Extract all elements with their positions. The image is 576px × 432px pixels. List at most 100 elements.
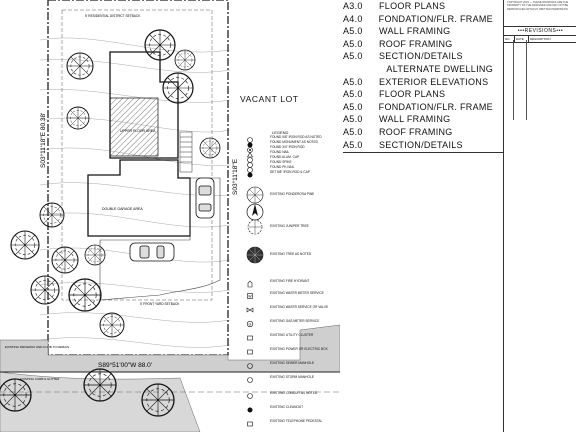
sheet-number: A5.0 bbox=[343, 114, 363, 125]
legend-item-label: EXISTING CONDUIT AS NOTED bbox=[270, 391, 318, 395]
sheet-title: EXTERIOR ELEVATIONS bbox=[379, 76, 489, 87]
legend-item-label: EXISTING CLEANOUT bbox=[270, 405, 304, 409]
legend-item-label: FOUND 3/4" IRON ROD bbox=[270, 145, 305, 149]
revisions-header: NO. DATE DESCRIPTION bbox=[504, 36, 576, 43]
sheet-index-row: A3.0 FLOOR PLANS bbox=[343, 0, 493, 13]
sheet-number: A5.0 bbox=[343, 139, 363, 150]
legend-item-label: FOUND ALUM. CAP bbox=[270, 155, 300, 159]
upper-floor-label: UPPER FLOOR AREA bbox=[120, 129, 156, 133]
sheet-number bbox=[343, 63, 372, 76]
legend-item-label: FOUND MONUMENT AS NOTED bbox=[270, 140, 318, 144]
sheet-number: A5.0 bbox=[343, 26, 363, 37]
svg-text:W: W bbox=[248, 295, 252, 299]
sheet-index-row: A5.0 SECTION/DETAILS bbox=[343, 50, 493, 63]
sheet-title: FLOOR PLANS bbox=[379, 1, 446, 11]
sheet-title: WALL FRAMING bbox=[379, 114, 451, 125]
tree-pine-icon bbox=[246, 186, 264, 205]
meter-icon: W bbox=[246, 292, 254, 301]
bearing-bottom-label: S89°51'00"W 88.0' bbox=[98, 361, 152, 369]
sheet-index-row: A5.0 ROOF FRAMING bbox=[343, 38, 493, 51]
sheet-number: A4.0 bbox=[343, 13, 363, 24]
sheet-index-row: A4.0 FONDATION/FLR. FRAME bbox=[343, 13, 493, 26]
revisions-block: COPYRIGHT 2019 — THESE DRAWINGS ARE THE … bbox=[503, 0, 576, 432]
stairs bbox=[179, 131, 193, 173]
rev-col-no: NO. bbox=[504, 36, 515, 42]
sheet-title: SECTION/DETAILS bbox=[379, 139, 463, 150]
driveway-note: EXISTING DRIVEWAY AND CURB TO REMAIN bbox=[5, 345, 69, 349]
copyright-note: COPYRIGHT 2019 — THESE DRAWINGS ARE THE … bbox=[507, 1, 569, 11]
setback-line bbox=[61, 9, 213, 301]
sheet-title: WALL FRAMING bbox=[379, 26, 451, 37]
legend-title: LEGEND bbox=[272, 130, 289, 135]
sheet-number: A5.0 bbox=[343, 76, 363, 87]
legend-item-label: EXISTING GAS METER SERVICE bbox=[270, 319, 320, 323]
rev-col-desc: DESCRIPTION bbox=[530, 37, 551, 41]
legend-item-label: FOUND SPIKE bbox=[270, 160, 292, 164]
box-icon bbox=[246, 420, 254, 429]
sheet-number: A5.0 bbox=[343, 89, 363, 100]
triangle-icon bbox=[246, 151, 254, 160]
sheet-index-row: A5.0 EXTERIOR ELEVATIONS bbox=[343, 76, 493, 89]
circle-icon bbox=[246, 392, 254, 401]
gas-icon: G bbox=[246, 320, 254, 329]
tree-solid-icon bbox=[246, 246, 264, 265]
legend-item-label: EXISTING PONDEROSA PINE bbox=[270, 192, 315, 196]
property-line bbox=[47, 0, 229, 356]
bearing-right-label: S03°11'18"E bbox=[231, 158, 239, 195]
sheet-index-row: A5.0 ROOF FRAMING bbox=[343, 126, 493, 139]
sheet-title: FLOOR PLANS bbox=[379, 89, 446, 100]
sheet-title: SECTION/DETAILS bbox=[379, 51, 463, 62]
revisions-grid bbox=[504, 40, 576, 432]
box-icon bbox=[246, 334, 254, 343]
sheet-number: A3.0 bbox=[343, 1, 363, 11]
hydrant-icon bbox=[246, 280, 254, 289]
sheet-number: A5.0 bbox=[343, 126, 363, 137]
rev-col-date: DATE bbox=[515, 36, 529, 42]
garage-label: DOUBLE GARAGE AREA bbox=[102, 207, 143, 211]
sheet-title: ALTERNATE DWELLING bbox=[386, 63, 493, 74]
vacant-lot-label: VACANT LOT bbox=[240, 94, 299, 104]
sheet-index-row: A5.0 SECTION/DETAILS bbox=[343, 139, 493, 152]
sheet-index-row: ALTERNATE DWELLING bbox=[343, 63, 493, 76]
sheet-index-row: A5.0 WALL FRAMING bbox=[343, 113, 493, 126]
sheet-title: ROOF FRAMING bbox=[379, 126, 453, 137]
legend-item-label: FOUND NAIL bbox=[270, 150, 290, 154]
sheet-index-row: A5.0 WALL FRAMING bbox=[343, 25, 493, 38]
legend-item-label: EXISTING FIRE HYDRANT bbox=[270, 279, 310, 283]
setback-bottom-label: 5' FRONT YARD SETBACK bbox=[140, 302, 180, 306]
circle-icon bbox=[246, 376, 254, 385]
legend-item-label: EXISTING JUNIPER TREE bbox=[270, 224, 309, 228]
dot-icon bbox=[246, 406, 254, 415]
sheet-number: A5.0 bbox=[343, 38, 363, 49]
svg-text:G: G bbox=[249, 322, 252, 326]
legend-item-label: EXISTING UTILITY CLUSTER bbox=[270, 333, 314, 337]
sheet-title: FONDATION/FLR. FRAME bbox=[378, 13, 493, 24]
circle-icon bbox=[246, 362, 254, 371]
box-icon bbox=[246, 348, 254, 357]
bearing-left-label: S03°11'18"E 80.38' bbox=[39, 113, 47, 168]
sheet-title: ROOF FRAMING bbox=[379, 38, 453, 49]
upper-floor-area bbox=[109, 97, 159, 157]
legend-item-label: EXISTING TELEPHONE PEDESTAL bbox=[270, 419, 323, 423]
car-icon bbox=[195, 177, 215, 219]
tree-juniper-icon bbox=[246, 218, 264, 237]
legend-item-label: SET 5/8" IRON ROD & CAP bbox=[270, 170, 310, 174]
dot-icon bbox=[246, 141, 254, 150]
legend-item-label: EXISTING SEWER MANHOLE bbox=[270, 361, 315, 365]
legend-item-label: EXISTING POWER OR ELECTRIC BOX bbox=[270, 347, 328, 351]
legend-item-label: EXISTING TREE AS NOTED bbox=[270, 252, 312, 256]
site-plan-drawing: UPPER FLOOR AREA DOUBLE GARAGE AREA S03°… bbox=[0, 0, 340, 432]
legend-item-label: EXISTING WATER SERVICE OR VALVE bbox=[270, 305, 329, 309]
revisions-title: •••REVISIONS••• bbox=[504, 26, 576, 36]
sheet-index-row: A5.0 FLOOR PLANS bbox=[343, 88, 493, 101]
setback-top-label: 5' RESIDENTIAL DISTRICT SETBACK bbox=[85, 14, 141, 18]
car-icon bbox=[129, 242, 175, 262]
sheet-index-rule bbox=[343, 152, 503, 154]
legend-item-label: FOUND 5/8" IRON ROD AS NOTED bbox=[270, 135, 322, 139]
legend-item-label: EXISTING WATER METER SERVICE bbox=[270, 291, 324, 295]
sheet-number: A5.0 bbox=[343, 51, 363, 62]
valve-icon bbox=[246, 306, 254, 315]
